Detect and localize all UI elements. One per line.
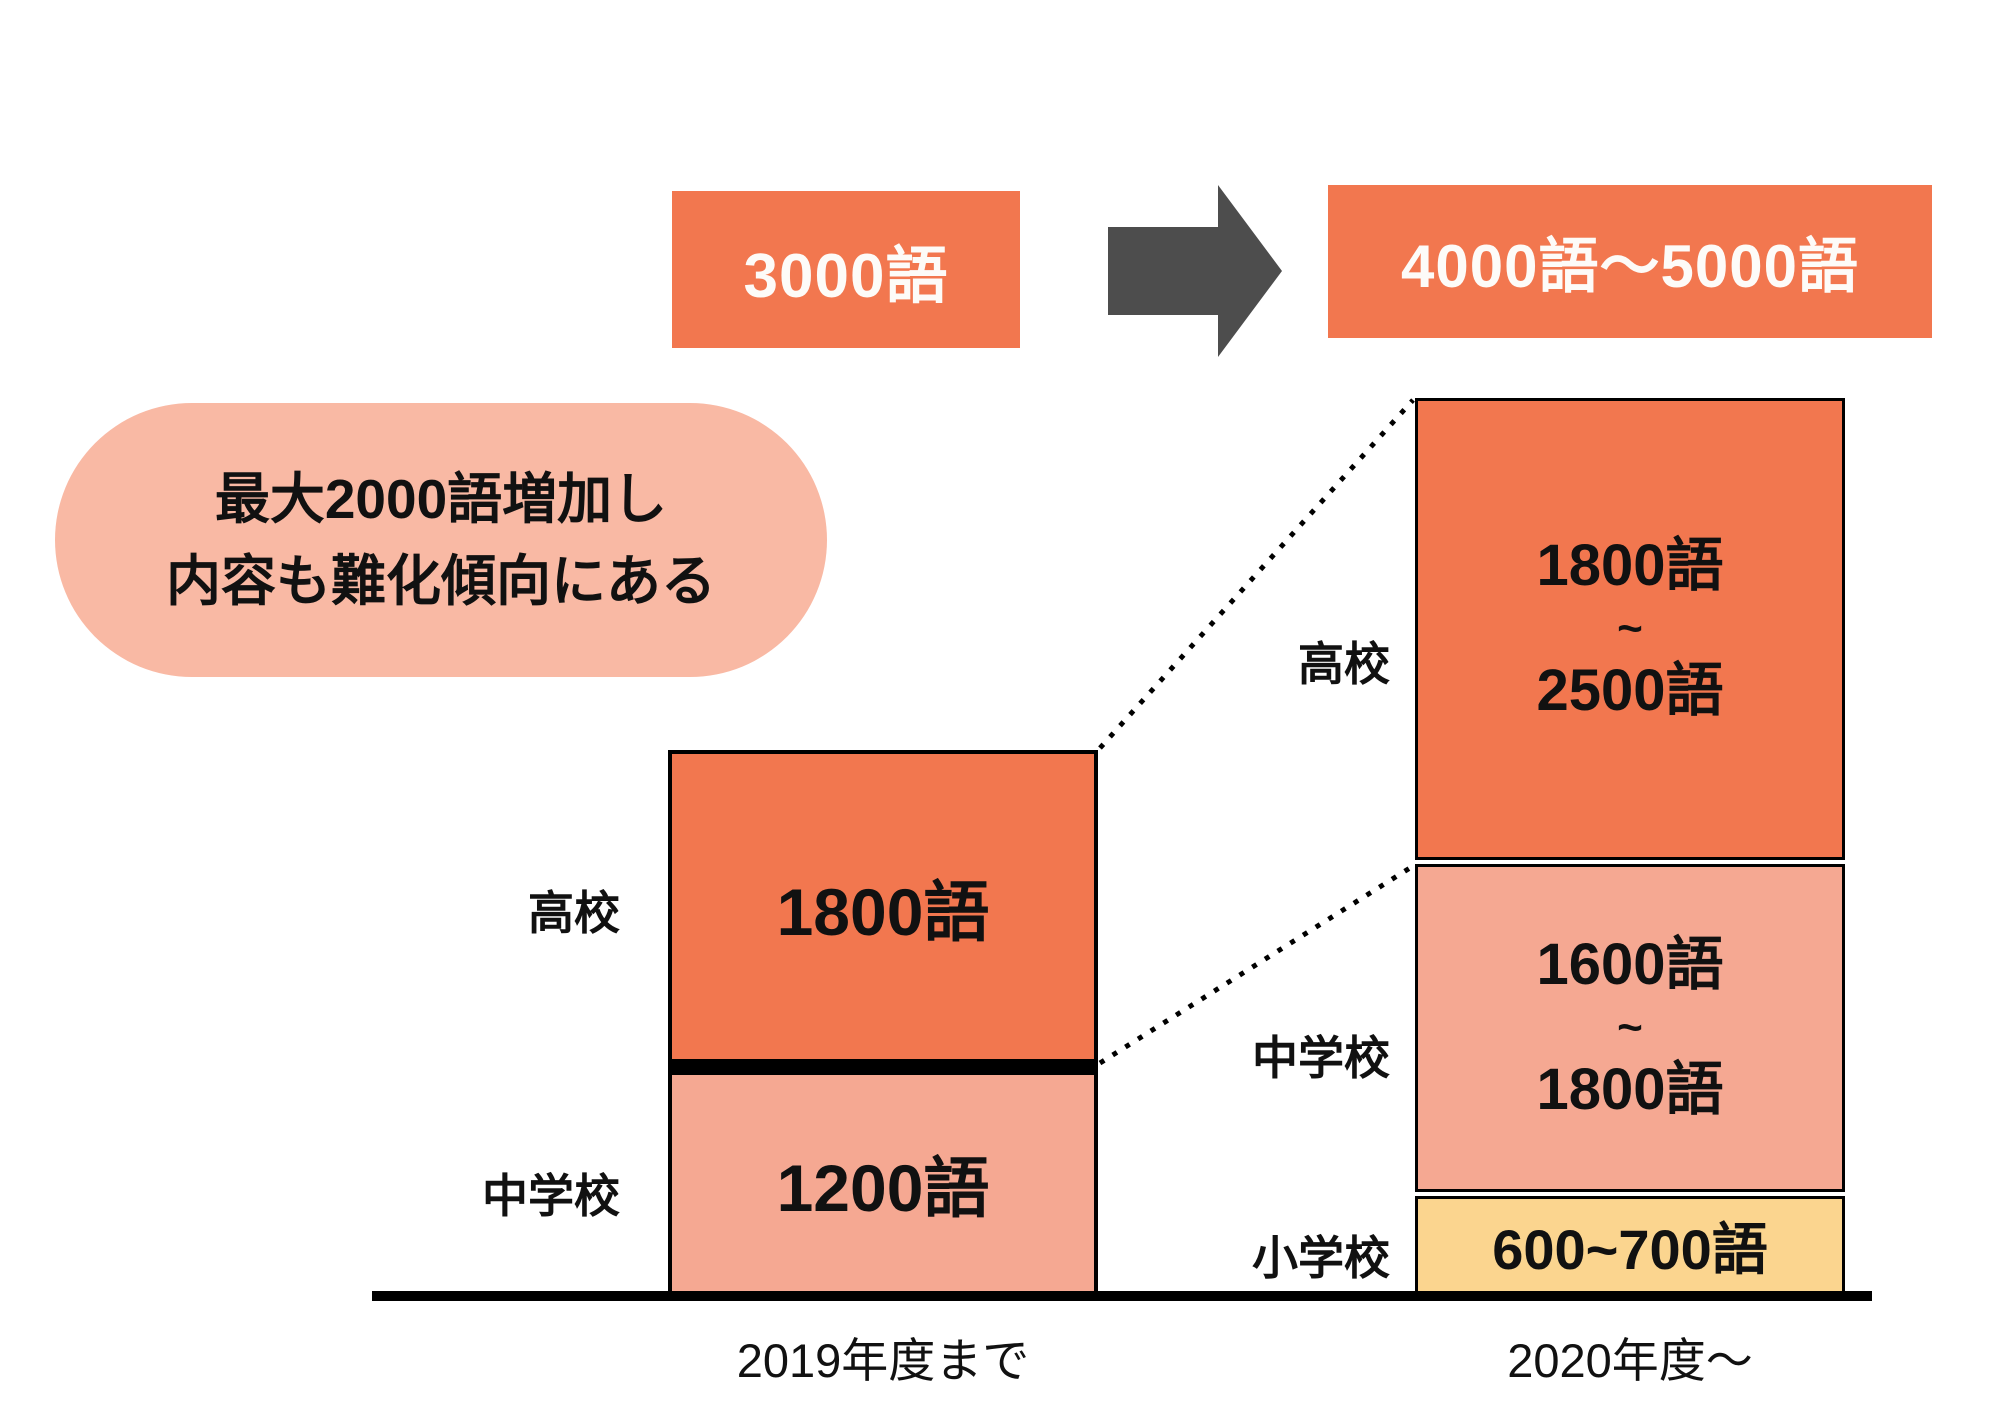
label-2020-highschool: 高校 — [1298, 638, 1390, 690]
bar-2019-highschool-value: 1800語 — [776, 874, 990, 949]
bar-2020-juniorhigh-value-max: 1800語 — [1536, 1057, 1724, 1123]
arrow-right-icon — [1108, 185, 1282, 357]
label-2020-elementary: 小学校 — [1252, 1232, 1390, 1284]
label-2019-highschool: 高校 — [528, 887, 620, 939]
bar-2020-highschool-segment: 1800語 ~ 2500語 — [1415, 398, 1845, 860]
total-before-box: 3000語 — [672, 191, 1020, 348]
bar-2020-highschool-tilde: ~ — [1617, 603, 1643, 653]
connector-dotted-top — [1098, 398, 1415, 750]
bar-2019-juniorhigh-segment: 1200語 — [668, 1071, 1098, 1295]
label-2020-juniorhigh: 中学校 — [1252, 1032, 1390, 1084]
bar-2020-highschool-value-max: 2500語 — [1536, 658, 1724, 724]
x-axis-label-2020: 2020年度〜 — [1507, 1334, 1753, 1387]
bar-2020-highschool-value-min: 1800語 — [1536, 533, 1724, 599]
bar-2020-juniorhigh-segment: 1600語 ~ 1800語 — [1415, 864, 1845, 1192]
callout-bubble: 最大2000語増加し 内容も難化傾向にある — [55, 403, 827, 677]
bar-2019-divider — [668, 1063, 1098, 1071]
bar-2020-juniorhigh-value-min: 1600語 — [1536, 932, 1724, 998]
x-axis-baseline — [372, 1291, 1872, 1301]
bar-2020-juniorhigh-tilde: ~ — [1617, 1002, 1643, 1052]
label-2019-juniorhigh: 中学校 — [482, 1170, 620, 1222]
callout-line1: 最大2000語増加し — [214, 467, 668, 530]
total-after-label: 4000語〜5000語 — [1401, 233, 1859, 300]
total-after-box: 4000語〜5000語 — [1328, 185, 1932, 338]
bar-2020-elementary-segment: 600~700語 — [1415, 1196, 1845, 1295]
bar-2019-juniorhigh-value: 1200語 — [776, 1151, 990, 1225]
x-axis-label-2019: 2019年度まで — [736, 1334, 1030, 1387]
total-before-label: 3000語 — [743, 241, 949, 311]
bar-2020-elementary-value: 600~700語 — [1492, 1218, 1768, 1281]
callout-line2: 内容も難化傾向にある — [165, 550, 716, 612]
bar-2019-highschool-segment: 1800語 — [668, 750, 1098, 1063]
